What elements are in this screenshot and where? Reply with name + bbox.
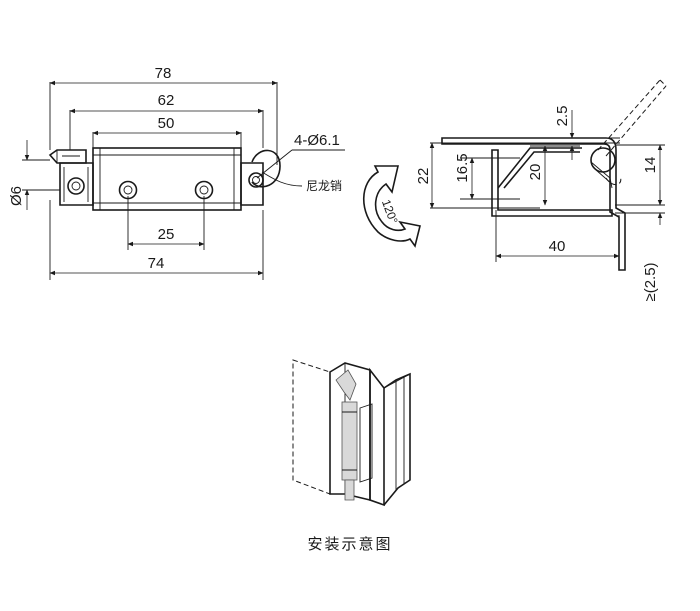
dim-base-length: 74: [148, 255, 165, 272]
rotation-indicator: 120°: [363, 165, 421, 248]
install-caption: 安装示意图: [307, 535, 393, 553]
hole-callout: 4-Ø6.1: [294, 132, 340, 149]
dim-leaf-length: 50: [158, 115, 175, 132]
pin-tip: [48, 149, 87, 164]
pin-label: 尼龙销: [306, 179, 342, 193]
side-profile-inner: [491, 149, 613, 217]
side-profile-outer: [441, 137, 626, 271]
mount-hole-right: [194, 180, 214, 200]
mount-hole-left: [118, 180, 138, 200]
dim-width: 40: [549, 238, 566, 255]
dim-min-gap: ≥(2.5): [642, 262, 659, 301]
hole-callout-leader: [256, 149, 293, 179]
right-bracket: [383, 372, 411, 506]
dim-body-length: 62: [158, 92, 175, 109]
dim-height: Ø6: [8, 186, 25, 206]
dim-overall-length: 78: [155, 65, 172, 82]
door-panel-outline: [292, 359, 331, 495]
side-view: 22 16.5 20 2.5 14 40 ≥(2.5): [415, 79, 667, 302]
hinge-barrel: [341, 401, 358, 481]
pin-label-leader: [261, 171, 303, 187]
dim-pin-height: 20: [527, 164, 544, 181]
right-knuckle: [240, 162, 264, 206]
rotation-arrow-icon: [363, 165, 421, 248]
dim-hole-spacing: 25: [158, 226, 175, 243]
dim-top-gap: 2.5: [554, 106, 571, 127]
installation-sketch: [292, 359, 411, 507]
side-knuckle: [590, 147, 616, 173]
dim-right-height: 14: [642, 157, 659, 174]
dim-total-height: 22: [415, 168, 432, 185]
front-view: 78 62 50 25 74 Ø6 4-Ø6.1 尼龙销: [8, 65, 345, 280]
dim-inner-height: 16.5: [454, 153, 471, 182]
hinge-body: [92, 147, 242, 211]
